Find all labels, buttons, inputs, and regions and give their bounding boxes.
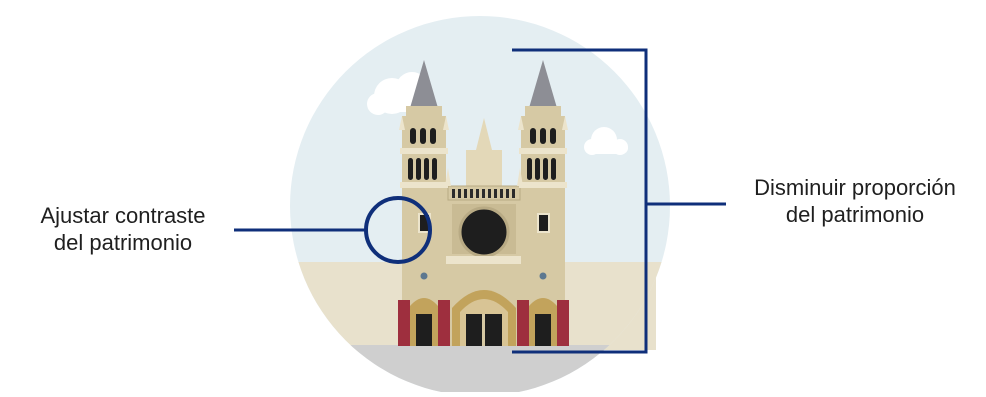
annotation-right: Disminuir proporción del patrimonio (730, 174, 980, 228)
right-tower-oculus (540, 273, 547, 280)
right-tower-window (538, 214, 549, 232)
left-buttress (398, 300, 410, 346)
right-tower-ledge (519, 148, 567, 154)
left-buttress-2 (438, 300, 450, 346)
annotation-right-line1: Disminuir proporción (730, 174, 980, 201)
left-tower-ledge-2 (400, 182, 448, 188)
annotation-left-line1: Ajustar contraste (8, 202, 238, 229)
cornice (440, 256, 528, 264)
left-tower-ledge (400, 148, 448, 154)
right-buttress (517, 300, 529, 346)
rose-window (460, 208, 508, 256)
left-tower-windows-top (410, 128, 436, 144)
annotation-right-line2: del patrimonio (730, 201, 980, 228)
right-tower-ledge-2 (519, 182, 567, 188)
door-divider (482, 314, 485, 346)
right-door (535, 314, 551, 346)
right-tower-windows-top (530, 128, 556, 144)
annotation-left-line2: del patrimonio (8, 229, 238, 256)
right-spire-base (525, 106, 561, 116)
central-spire-body (466, 150, 502, 190)
left-tower-oculus (421, 273, 428, 280)
left-door (416, 314, 432, 346)
annotation-left: Ajustar contraste del patrimonio (8, 202, 238, 256)
right-buttress-2 (557, 300, 569, 346)
left-spire-base (406, 106, 442, 116)
